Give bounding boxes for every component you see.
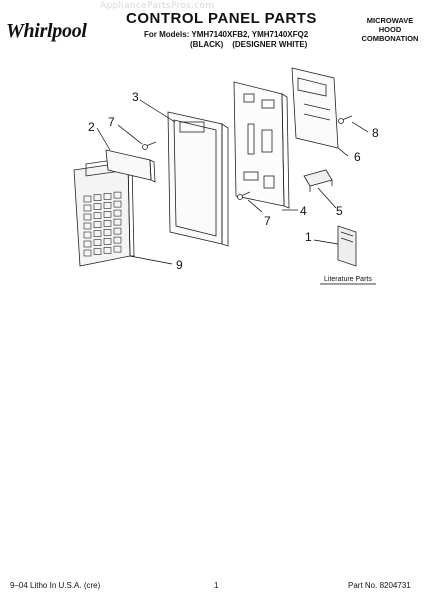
part-2-display-window (105, 149, 156, 183)
part-8-screw (338, 115, 353, 124)
callout-5: 5 (336, 204, 343, 218)
part-4-circuit-board (233, 81, 290, 209)
callout-2: 2 (88, 120, 95, 134)
keypad-key (103, 247, 112, 254)
keypad-key (113, 191, 122, 199)
color-variants: (BLACK) (DESIGNER WHITE) (190, 40, 308, 49)
keypad-key (113, 218, 122, 226)
keypad-key (103, 211, 112, 218)
whirlpool-logo: Whirlpool (6, 20, 87, 42)
part-1-literature (337, 225, 357, 267)
callout-9: 9 (176, 258, 183, 272)
part-5-bracket (303, 169, 333, 192)
keypad-key (103, 229, 112, 236)
leader-lines (96, 99, 369, 265)
part-3-control-frame (167, 111, 229, 247)
callout-6: 6 (354, 150, 361, 164)
keypad-key (103, 238, 112, 245)
keypad-key (113, 236, 122, 244)
page-title: CONTROL PANEL PARTS (126, 10, 317, 27)
callout-8: 8 (372, 126, 379, 140)
keypad-key (93, 239, 102, 246)
part-7-screw-lower (237, 191, 251, 200)
watermark: AppliancePartsPros.com (100, 1, 215, 11)
footer-part-number: Part No. 8204731 (348, 581, 411, 590)
keypad-key (83, 213, 92, 221)
callout-4: 4 (300, 204, 307, 218)
keypad-key (83, 204, 92, 212)
footer-litho: 9–04 Litho In U.S.A. (cre) (10, 581, 101, 590)
keypad-key (93, 212, 102, 219)
keypad-key (113, 209, 122, 217)
keypad-key (93, 203, 102, 210)
keypad-key (113, 245, 122, 253)
keypad-key (103, 220, 112, 227)
keypad-key (93, 248, 102, 255)
keypad-key (83, 240, 92, 248)
product-type: MICROWAVE HOOD COMBONATION (352, 16, 428, 43)
keypad-key (83, 249, 92, 257)
callout-7-lower: 7 (264, 214, 271, 228)
product-type-line-1: MICROWAVE (366, 16, 414, 25)
keypad-key (93, 230, 102, 237)
part-6-back-panel (291, 67, 339, 149)
keypad-key (83, 195, 92, 203)
keypad-key (93, 194, 102, 201)
keypad-key (113, 227, 122, 235)
keypad-key (93, 221, 102, 228)
callout-1: 1 (305, 230, 312, 244)
keypad-key (103, 193, 112, 200)
product-type-line-3: COMBONATION (361, 34, 419, 43)
callout-3: 3 (132, 90, 139, 104)
keypad-key (83, 231, 92, 239)
models-line: For Models: YMH7140XFB2, YMH7140XFQ2 (144, 30, 309, 39)
callout-7-upper: 7 (108, 115, 115, 129)
product-type-line-2: HOOD (378, 25, 402, 34)
part-9-keypad (73, 159, 135, 267)
keypad-key (83, 222, 92, 230)
part-7-screw-upper (142, 141, 157, 150)
keypad-key (103, 202, 112, 209)
literature-label: Literature Parts (324, 276, 372, 283)
keypad-key (113, 200, 122, 208)
footer-page-number: 1 (214, 581, 219, 590)
